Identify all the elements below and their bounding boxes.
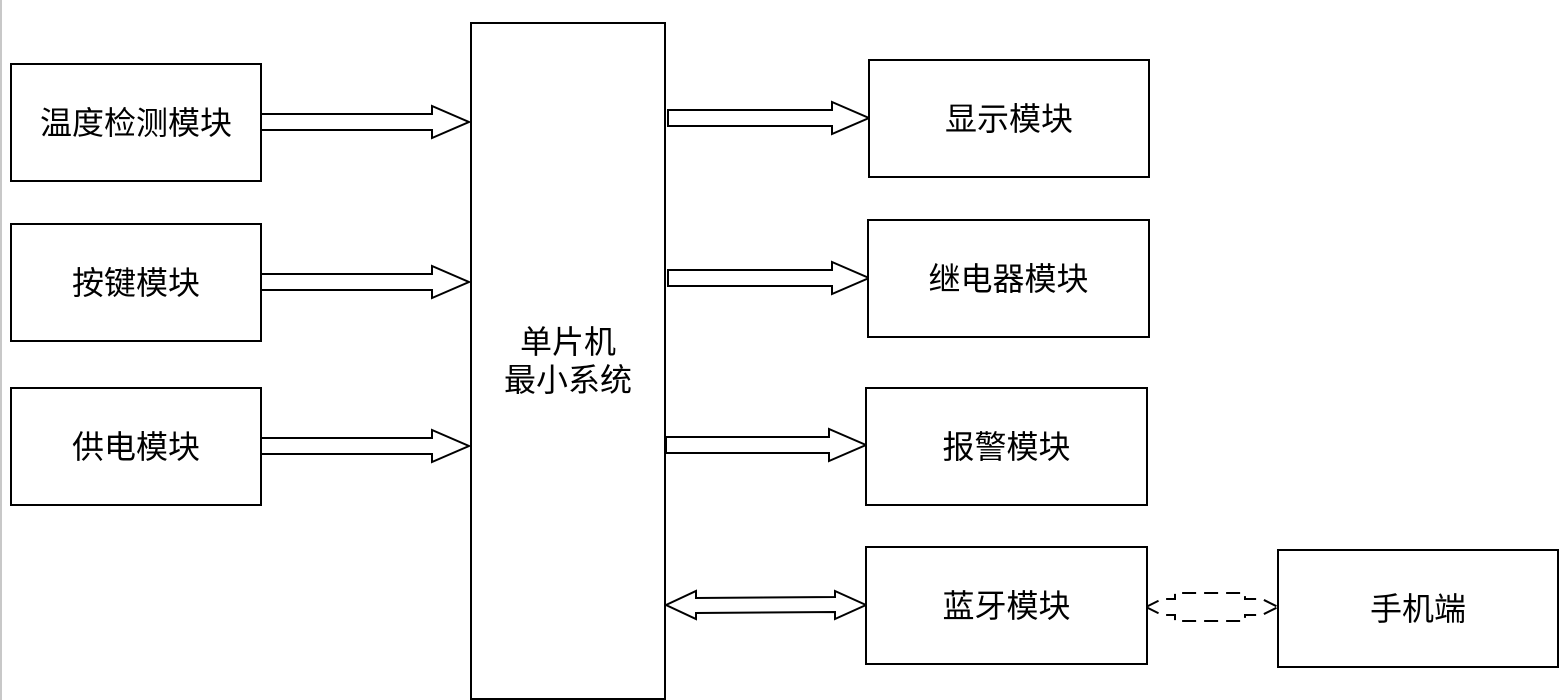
arrow-mcu-to-relay bbox=[667, 260, 872, 296]
key-module: 按键模块 bbox=[10, 223, 262, 342]
arrow-mcu-bluetooth-bidirectional bbox=[663, 589, 869, 621]
mcu-minimum-system: 单片机 最小系统 bbox=[470, 22, 666, 700]
bluetooth-module-label: 蓝牙模块 bbox=[942, 586, 1071, 625]
bluetooth-module: 蓝牙模块 bbox=[865, 546, 1148, 665]
display-module-label: 显示模块 bbox=[944, 99, 1073, 138]
arrow-power-to-mcu bbox=[260, 428, 472, 464]
arrow-keys-to-mcu bbox=[260, 264, 472, 300]
temperature-module-label: 温度检测模块 bbox=[39, 103, 232, 142]
relay-module: 继电器模块 bbox=[867, 219, 1150, 338]
phone-terminal-label: 手机端 bbox=[1369, 589, 1466, 628]
temperature-module: 温度检测模块 bbox=[10, 63, 262, 182]
alarm-module-label: 报警模块 bbox=[942, 427, 1071, 466]
phone-terminal: 手机端 bbox=[1277, 549, 1559, 668]
arrow-mcu-to-alarm bbox=[665, 427, 869, 463]
mcu-label-line2: 最小系统 bbox=[503, 361, 632, 399]
mcu-label-line1: 单片机 bbox=[519, 323, 616, 361]
arrow-mcu-to-display bbox=[667, 100, 872, 136]
key-module-label: 按键模块 bbox=[71, 263, 200, 302]
display-module: 显示模块 bbox=[868, 59, 1150, 178]
wireless-link-dashed bbox=[1145, 592, 1279, 622]
frame-edge bbox=[0, 0, 2, 700]
arrow-temperature-to-mcu bbox=[260, 104, 472, 140]
relay-module-label: 继电器模块 bbox=[928, 259, 1089, 298]
power-module: 供电模块 bbox=[10, 387, 262, 506]
alarm-module: 报警模块 bbox=[865, 387, 1148, 506]
power-module-label: 供电模块 bbox=[71, 427, 200, 466]
